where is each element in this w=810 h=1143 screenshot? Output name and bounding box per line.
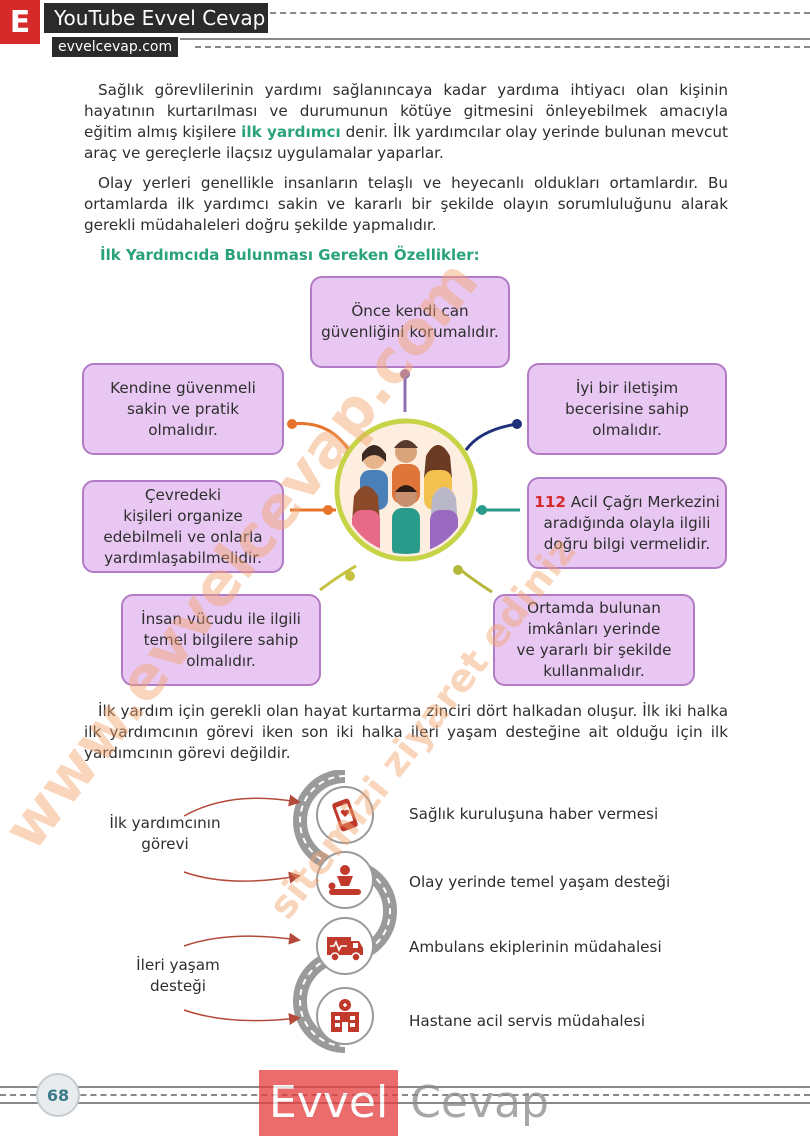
header-divider-dashed bbox=[195, 46, 810, 48]
header-divider-line bbox=[180, 38, 810, 40]
trait-text: İnsan vücudu ile ilgili temel bilgilere … bbox=[141, 609, 301, 670]
trait-text: Önce kendi can güvenliğini korumalıdır. bbox=[321, 302, 499, 341]
trait-text: İyi bir iletişim becerisine sahip olmalı… bbox=[565, 378, 689, 439]
chain-step-3: Ambulans ekiplerinin müdahalesi bbox=[409, 938, 662, 956]
ambulance-icon bbox=[327, 937, 363, 962]
connector-right1 bbox=[464, 422, 518, 451]
trait-box-right-1: İyi bir iletişim becerisine sahip olmalı… bbox=[527, 363, 727, 455]
footer-line bbox=[0, 1086, 810, 1088]
connector-dot bbox=[453, 565, 463, 575]
paragraph-environment: Olay yerleri genellikle insanların telaş… bbox=[84, 173, 728, 236]
connector-dot bbox=[287, 419, 297, 429]
trait-text: Kendine güvenmeli sakin ve pratik olmalı… bbox=[110, 378, 256, 439]
trait-box-left-1: Kendine güvenmeli sakin ve pratik olmalı… bbox=[82, 363, 284, 455]
footer-dashed-line bbox=[0, 1094, 810, 1096]
paragraph-text: Olay yerleri genellikle insanların telaş… bbox=[84, 174, 728, 234]
chain-group-advanced-support: İleri yaşam desteği bbox=[136, 956, 220, 995]
connector-left1 bbox=[291, 422, 352, 453]
trait-text: Çevredeki kişileri organize edebilmeli v… bbox=[103, 485, 263, 567]
paragraph-text: denir. İlk yardımcılar olay yerinde bulu… bbox=[84, 123, 728, 162]
trait-box-right-3: Ortamda bulunan imkânları yerinde ve yar… bbox=[493, 594, 695, 686]
header-divider-top bbox=[270, 12, 810, 14]
page-number: 68 bbox=[36, 1073, 80, 1117]
trait-text: Ortamda bulunan imkânları yerinde ve yar… bbox=[516, 599, 672, 680]
channel-title: YouTube Evvel Cevap bbox=[44, 3, 268, 33]
connector-dot bbox=[323, 505, 333, 515]
hospital-icon bbox=[331, 999, 359, 1032]
connector-dot bbox=[512, 419, 522, 429]
section-title: İlk Yardımcıda Bulunması Gereken Özellik… bbox=[100, 246, 480, 264]
trait-text-rest: Acil Çağrı Merkezini aradığında olayla i… bbox=[543, 492, 720, 553]
trait-box-left-2: Çevredeki kişileri organize edebilmeli v… bbox=[82, 480, 284, 573]
chain-group-first-aider: İlk yardımcının görevi bbox=[109, 814, 221, 853]
chain-arrows bbox=[183, 794, 301, 1026]
paragraph-text: Sağlık görevlilerinin yardımı sağlanınca… bbox=[84, 81, 728, 141]
trait-box-top: Önce kendi can güvenliğini korumalıdır. bbox=[310, 276, 510, 368]
emergency-number: 112 bbox=[534, 492, 566, 511]
chain-step-1: Sağlık kuruluşuna haber vermesi bbox=[409, 805, 659, 823]
paragraph-text: İlk yardım için gerekli olan hayat kurta… bbox=[84, 702, 728, 762]
chain-step-2: Olay yerinde temel yaşam desteği bbox=[409, 873, 671, 891]
paragraph-chain-intro: İlk yardım için gerekli olan hayat kurta… bbox=[84, 701, 728, 764]
highlight-term: ilk yardımcı bbox=[241, 123, 341, 141]
trait-box-left-3: İnsan vücudu ile ilgili temel bilgilere … bbox=[121, 594, 321, 686]
brand-word-evvel: Evvel bbox=[259, 1070, 399, 1136]
phone-icon bbox=[332, 798, 358, 832]
trait-text: 112 Acil Çağrı Merkezini aradığında olay… bbox=[534, 492, 719, 555]
footer-line-bottom bbox=[0, 1102, 810, 1104]
trait-box-right-2: 112 Acil Çağrı Merkezini aradığında olay… bbox=[527, 477, 727, 569]
connector-dot bbox=[477, 505, 487, 515]
paragraph-definition: Sağlık görevlilerinin yardımı sağlanınca… bbox=[84, 80, 728, 164]
connector-left3 bbox=[319, 564, 357, 592]
connector-dot bbox=[345, 571, 355, 581]
cpr-icon bbox=[328, 865, 361, 895]
site-url[interactable]: evvelcevap.com bbox=[52, 37, 179, 57]
brand-word-cevap: Cevap bbox=[410, 1077, 549, 1128]
logo-letter: E bbox=[9, 4, 31, 40]
people-group-illustration bbox=[334, 418, 478, 562]
connector-dot bbox=[400, 369, 410, 379]
chain-step-4: Hastane acil servis müdahalesi bbox=[409, 1012, 646, 1030]
brand-logo: E bbox=[0, 0, 40, 44]
